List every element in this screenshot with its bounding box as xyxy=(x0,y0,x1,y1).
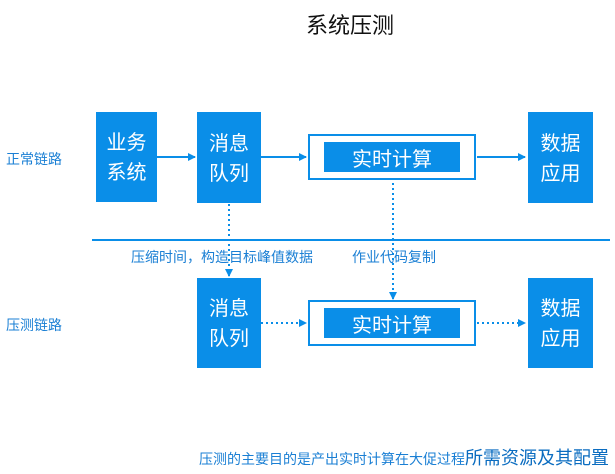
normal-chain-label: 正常链路 xyxy=(6,152,62,168)
message-queue-line1: 消息 xyxy=(209,130,249,155)
stress-data-application-line2: 应用 xyxy=(540,326,581,350)
stress-message-queue-line1: 消息 xyxy=(209,296,249,320)
realtime-compute-node: 实时计算 xyxy=(308,134,476,180)
realtime-compute-label: 实时计算 xyxy=(324,142,460,172)
stress-realtime-compute-node: 实时计算 xyxy=(308,300,476,346)
message-queue-node: 消息 队列 xyxy=(197,112,261,203)
stress-data-application-line1: 数据 xyxy=(540,296,581,320)
data-application-node: 数据 应用 xyxy=(528,112,593,203)
compress-time-annotation: 压缩时间，构造目标峰值数据 xyxy=(131,250,313,266)
message-queue-line2: 队列 xyxy=(209,160,249,185)
stress-data-application-node: 数据 应用 xyxy=(528,278,593,368)
business-system-line1: 业务 xyxy=(106,130,147,154)
footer-note-part1: 压测的主要目的是产出实时计算在大促过程 xyxy=(199,452,465,468)
footer-note: 压测的主要目的是产出实时计算在大促过程所需资源及其配置 xyxy=(199,444,609,470)
stress-realtime-compute-label: 实时计算 xyxy=(324,308,460,338)
stress-message-queue-line2: 队列 xyxy=(209,326,249,350)
stress-message-queue-node: 消息 队列 xyxy=(197,278,261,368)
copy-code-annotation: 作业代码复制 xyxy=(352,250,436,266)
page-title: 系统压测 xyxy=(305,14,394,39)
stress-chain-label: 压测链路 xyxy=(6,318,62,334)
data-application-line1: 数据 xyxy=(540,130,581,155)
data-application-line2: 应用 xyxy=(540,160,581,185)
business-system-node: 业务 系统 xyxy=(96,112,157,202)
business-system-line2: 系统 xyxy=(106,160,147,184)
footer-note-part2: 所需资源及其配置 xyxy=(465,448,609,469)
